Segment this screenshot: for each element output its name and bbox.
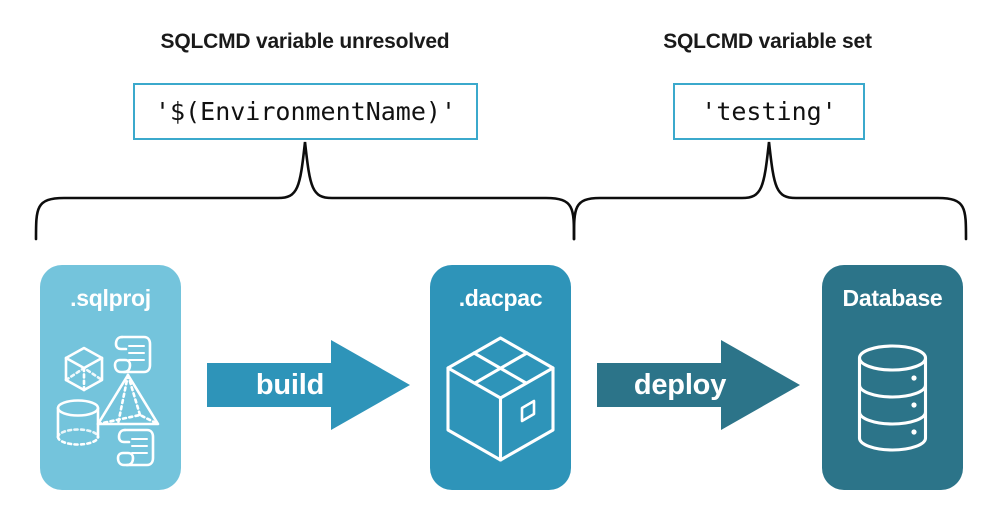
artifact-title-dacpac: .dacpac	[458, 285, 543, 311]
artifact-box-sqlproj[interactable]: .sqlproj	[40, 265, 181, 490]
artifact-title-database: Database	[842, 285, 943, 311]
pyramid-icon	[96, 373, 160, 426]
annotation-label-unresolved: SQLCMD variable unresolved	[160, 30, 450, 53]
brace-left	[34, 141, 576, 241]
package-box-icon	[446, 336, 555, 462]
code-value-box-environmentname: '$(EnvironmentName)'	[133, 83, 478, 140]
arrow-build: build	[207, 340, 412, 430]
artifact-title-sqlproj: .sqlproj	[70, 285, 151, 311]
code-value-box-testing: 'testing'	[673, 83, 865, 140]
cylinder-icon	[56, 399, 100, 446]
scroll-icon	[113, 335, 152, 374]
code-value-text: 'testing'	[701, 97, 837, 126]
annotation-label-set: SQLCMD variable set	[663, 30, 872, 53]
database-art	[857, 344, 928, 452]
database-cylinder-icon	[857, 344, 928, 452]
artifact-box-dacpac[interactable]: .dacpac	[430, 265, 571, 490]
brace-right	[572, 141, 968, 241]
sqlproj-contents-art	[56, 335, 160, 467]
arrow-deploy: deploy	[597, 340, 802, 430]
cube-icon	[64, 346, 104, 392]
artifact-box-database[interactable]: Database	[822, 265, 963, 490]
dacpac-package-art	[446, 336, 555, 462]
code-value-text: '$(EnvironmentName)'	[154, 97, 457, 126]
scroll-icon	[116, 428, 155, 467]
arrow-deploy-shape	[597, 340, 800, 430]
arrow-build-shape	[207, 340, 410, 430]
